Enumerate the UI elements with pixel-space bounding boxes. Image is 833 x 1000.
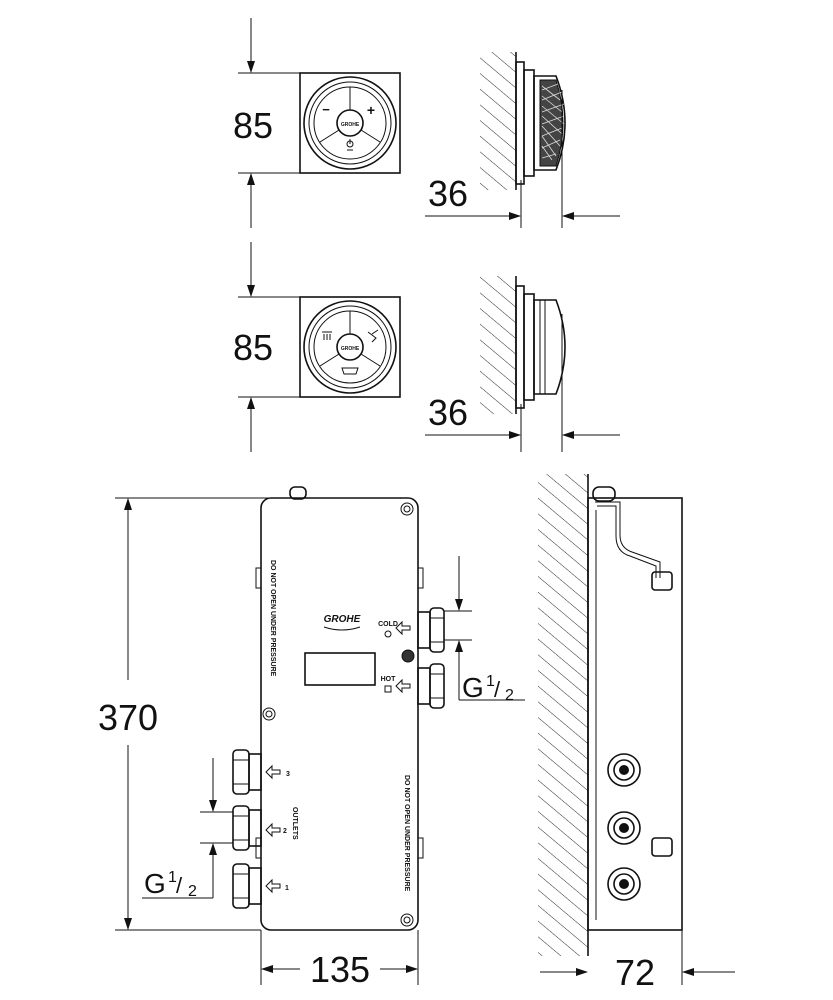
hot-label: HOT <box>381 676 397 683</box>
outlets-label: OUTLETS <box>291 807 298 840</box>
dim-label-72: 72 <box>615 952 655 993</box>
outlet-thread-num: 1 <box>168 869 177 886</box>
dim-top-depth: 36 <box>425 173 620 220</box>
box-front-view: GROHE DO NOT OPEN UNDER PRESSURE DO NOT … <box>232 486 445 931</box>
dim-box-height: 370 <box>98 497 295 931</box>
inlet-fittings <box>417 607 445 709</box>
grohe-logo-box: GROHE <box>324 614 361 625</box>
outlet-3-number: 3 <box>286 771 290 778</box>
outlet-2-arrow-icon <box>265 822 281 838</box>
box-side-view <box>538 474 683 985</box>
grohe-logo-top: GROHE <box>341 122 360 128</box>
bathtub-icon <box>341 367 359 375</box>
grohe-logo-middle: GROHE <box>341 346 360 352</box>
warning-text-top: DO NOT OPEN UNDER PRESSURE <box>269 560 276 677</box>
dim-outlet-thread: G 1 / 2 <box>142 758 233 900</box>
dim-label-36-top: 36 <box>428 173 468 214</box>
dim-inlet-thread: G 1 / 2 <box>444 556 525 704</box>
outlet-2-number: 2 <box>283 828 287 835</box>
side-outlet-fittings <box>607 753 641 901</box>
outlet-fittings <box>232 749 262 909</box>
warning-text-bottom: DO NOT OPEN UNDER PRESSURE <box>403 775 410 892</box>
top-control-front-view: GROHE − + <box>299 72 401 174</box>
outlet-thread-g: G <box>144 868 166 899</box>
shower-head-icon <box>322 331 332 340</box>
power-icon <box>346 139 354 151</box>
hot-inlet-arrow-icon <box>395 678 411 694</box>
dim-label-135: 135 <box>310 949 370 990</box>
middle-control-side-view <box>480 276 566 452</box>
hand-shower-icon <box>367 329 379 343</box>
dim-label-36-middle: 36 <box>428 392 468 433</box>
cold-label: COLD <box>378 621 398 628</box>
dim-box-width: 135 <box>260 930 419 990</box>
svg-text:/: / <box>494 677 501 702</box>
outlet-1-number: 1 <box>285 885 289 892</box>
cold-inlet-arrow-icon <box>395 620 411 636</box>
top-control-side-view <box>480 52 566 228</box>
dim-label-85-top: 85 <box>233 105 273 146</box>
dim-middle-height: 85 <box>233 242 300 452</box>
side-clips <box>255 567 424 859</box>
outlet-3-arrow-icon <box>265 764 281 780</box>
inlet-thread-den: 2 <box>505 687 514 704</box>
knurled-grip <box>539 79 565 167</box>
dim-label-85-middle: 85 <box>233 327 273 368</box>
dim-top-height: 85 <box>233 18 300 228</box>
svg-text:/: / <box>176 873 183 898</box>
mounting-lug <box>262 502 415 927</box>
minus-symbol: − <box>322 102 330 117</box>
dim-middle-depth: 36 <box>425 392 620 439</box>
dim-label-370: 370 <box>98 697 158 738</box>
outlet-thread-den: 2 <box>188 883 197 900</box>
middle-control-front-view: GROHE <box>299 296 401 398</box>
inlet-thread-g: G <box>462 672 484 703</box>
dim-box-depth: 72 <box>540 952 735 993</box>
plus-symbol: + <box>367 102 375 118</box>
outlet-1-arrow-icon <box>265 878 281 894</box>
inlet-thread-num: 1 <box>486 673 495 690</box>
